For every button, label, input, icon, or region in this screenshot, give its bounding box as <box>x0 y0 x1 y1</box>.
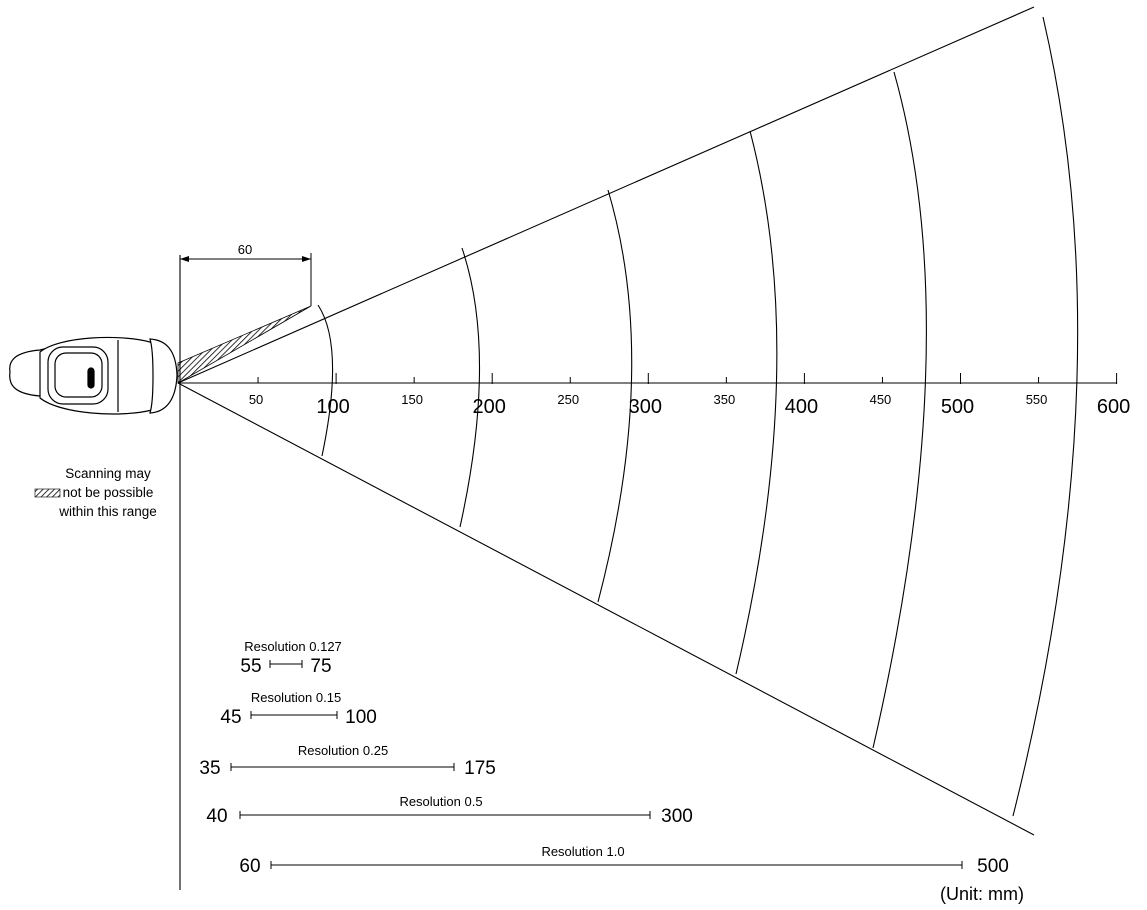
resolution-label: Resolution 0.15 <box>251 690 341 705</box>
dimension-60 <box>180 253 312 306</box>
resolution-0.127-range: Resolution 0.127 55 75 <box>240 639 341 677</box>
axis-tick-label: 500 <box>941 396 974 418</box>
resolution-0.5-range: Resolution 0.5 40 300 <box>206 794 692 827</box>
resolution-0.25-range: Resolution 0.25 35 175 <box>199 743 495 779</box>
resolution-near-value: 55 <box>240 656 261 677</box>
axis-tick-label: 150 <box>401 392 423 407</box>
legend: Scanning may not be possible within this… <box>34 466 157 519</box>
resolution-1.0-range: Resolution 1.0 60 500 <box>239 844 1008 877</box>
non-scanning-zone <box>177 305 312 384</box>
arc-200 <box>459 247 481 528</box>
axis-tick-label: 450 <box>870 392 892 407</box>
axis-tick-label: 550 <box>1026 392 1048 407</box>
resolution-label: Resolution 1.0 <box>541 844 624 859</box>
axis-tick-label: 50 <box>249 392 263 407</box>
scanner-device <box>9 336 178 415</box>
resolution-near-value: 45 <box>220 707 241 728</box>
range-arcs <box>317 16 1079 817</box>
legend-line-1: Scanning may <box>65 466 151 481</box>
arc-600 <box>1012 16 1079 817</box>
resolution-far-value: 75 <box>310 656 331 677</box>
resolution-far-value: 500 <box>977 856 1009 877</box>
resolution-0.15-range: Resolution 0.15 45 100 <box>220 690 376 728</box>
arc-500 <box>872 71 927 749</box>
axis-tick-label: 200 <box>473 396 506 418</box>
arc-300 <box>597 189 633 603</box>
axis-tick-label: 100 <box>316 396 349 418</box>
resolution-near-value: 60 <box>239 856 260 877</box>
hatch-legend-swatch <box>34 488 61 498</box>
resolution-near-value: 40 <box>206 806 227 827</box>
legend-line-2: not be possible <box>63 485 154 500</box>
upper-boundary-line <box>177 6 1035 384</box>
axis-tick-label: 600 <box>1097 396 1130 418</box>
axis-tick-label: 250 <box>557 392 579 407</box>
resolution-far-value: 100 <box>345 707 377 728</box>
resolution-near-value: 35 <box>199 758 220 779</box>
resolution-label: Resolution 0.127 <box>244 639 342 654</box>
arc-100 <box>317 304 334 457</box>
axis-tick-label: 300 <box>629 396 662 418</box>
lower-boundary-line <box>177 382 1035 836</box>
resolution-label: Resolution 0.5 <box>399 794 482 809</box>
axis-tick-label: 400 <box>785 396 818 418</box>
unit-note: (Unit: mm) <box>940 884 1024 904</box>
dimension-label: 60 <box>238 242 252 257</box>
resolution-far-value: 175 <box>464 758 496 779</box>
arc-400 <box>735 130 778 675</box>
axis-labels: 100 200 300 400 500 600 50 150 250 350 450 550 <box>249 392 1130 418</box>
resolution-far-value: 300 <box>661 806 693 827</box>
resolution-label: Resolution 0.25 <box>298 743 388 758</box>
axis-ticks <box>257 373 1118 384</box>
legend-line-3: within this range <box>58 504 157 519</box>
axis-tick-label: 350 <box>713 392 735 407</box>
